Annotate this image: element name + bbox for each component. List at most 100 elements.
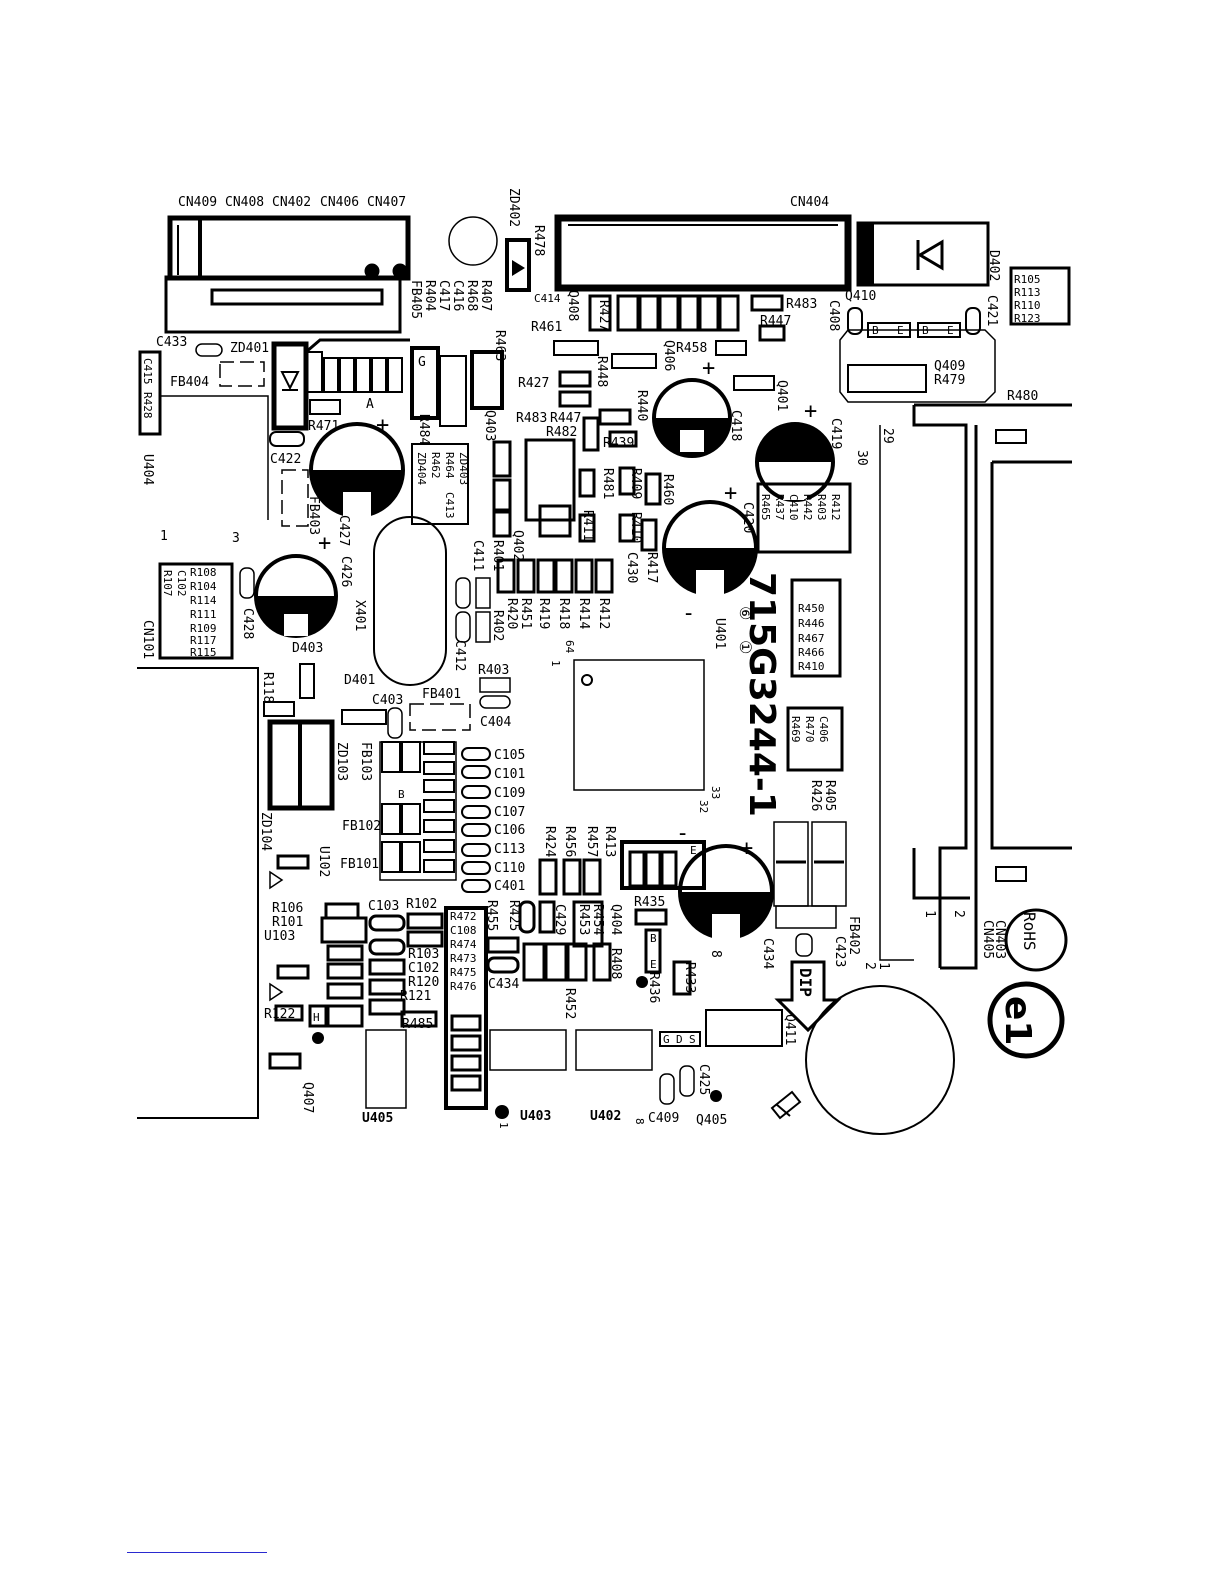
capacitor-column	[379, 741, 491, 893]
label-r448: R448	[594, 356, 609, 387]
resistor-r471-body	[309, 399, 341, 415]
label-r104: R104	[190, 580, 217, 593]
label-c411: C411	[470, 540, 485, 571]
resistor-cluster-mid	[496, 370, 662, 594]
mark-b-column: B	[398, 788, 405, 801]
label-r440: R440	[634, 390, 649, 421]
label-fb102: FB103	[358, 742, 373, 781]
resistor-group-r442	[756, 482, 852, 554]
pin-dot-r436	[636, 976, 648, 988]
mark-b-1: B	[872, 324, 879, 337]
label-c428: C428	[240, 608, 255, 639]
capacitor-c408-body	[659, 1073, 675, 1105]
label-c412: C412	[452, 640, 467, 671]
label-r428: R428	[141, 392, 154, 419]
mark-b-2: B	[922, 324, 929, 337]
label-r101: R101	[272, 915, 303, 930]
label-c104: C102	[175, 570, 188, 597]
label-u102: U102	[316, 846, 331, 877]
transistor-q411-body	[705, 1009, 783, 1047]
label-r426: R469	[789, 716, 802, 743]
ferrite-fb402-body	[773, 821, 847, 957]
label-r420: R420	[504, 598, 519, 629]
mounting-circle-large	[805, 985, 955, 1135]
label-r466: R446	[798, 617, 825, 630]
label-r425: R425	[506, 900, 521, 931]
label-c109: C109	[494, 786, 525, 801]
capacitor-c421-body	[678, 844, 774, 940]
board-code-mark-6: ⑥	[736, 606, 755, 620]
label-c105: C105	[494, 748, 525, 763]
mark-g-1: G	[418, 355, 426, 370]
mark-e-3: E	[650, 958, 657, 971]
label-r120: R120	[408, 975, 439, 990]
resistor-group-r105	[1009, 266, 1071, 326]
label-c101: C101	[494, 767, 525, 782]
label-c423: C420	[740, 502, 755, 533]
label-r105: R105	[1014, 273, 1041, 286]
label-c416: C416	[450, 280, 465, 311]
resistor-r118-body	[263, 701, 295, 717]
label-r434: R405	[822, 780, 837, 811]
label-u405: U405	[362, 1111, 393, 1126]
diode-d402-body	[856, 221, 990, 287]
label-u401: U401	[712, 618, 727, 649]
label-r115: R115	[190, 646, 217, 659]
label-r405: R470	[803, 716, 816, 743]
label-c418: C429	[552, 904, 567, 935]
resistor-r458-body	[715, 340, 747, 356]
label-r484: R484	[416, 414, 431, 445]
label-q405: Q405	[696, 1113, 727, 1128]
label-c425: C410	[787, 494, 800, 521]
dip-text: DIP	[796, 968, 815, 997]
pin-1-u401: 1	[549, 660, 562, 667]
capacitor-c404-body	[479, 695, 511, 709]
mark-a-1: A	[366, 397, 374, 412]
capacitor-c430-body	[755, 422, 835, 502]
label-c433: C433	[156, 335, 187, 350]
label-u403: U403	[520, 1109, 551, 1124]
label-r111: R111	[190, 608, 217, 621]
label-q403: Q403	[482, 410, 497, 441]
label-d402: D402	[986, 250, 1001, 281]
capacitor-c423-body	[662, 500, 758, 596]
label-fb404: FB404	[170, 375, 209, 390]
label-cn403: CN403	[992, 920, 1007, 959]
label-r465: R442	[801, 494, 814, 521]
label-r410: R410	[798, 660, 825, 673]
label-q409: Q409	[934, 359, 965, 374]
label-q411: Q411	[782, 1014, 797, 1045]
pin-2-cn405: 2	[951, 910, 966, 918]
label-cn409: CN409	[178, 195, 217, 210]
pin1-marker-a	[269, 870, 284, 890]
pin-33: 33	[709, 786, 722, 799]
rohs-text: RoHS	[1020, 912, 1039, 951]
label-r108: R108	[190, 566, 217, 579]
label-r472: R472	[450, 910, 477, 923]
label-d403: D403	[292, 641, 323, 656]
minus-c423: -	[682, 601, 695, 626]
component-group-zd403	[411, 443, 469, 525]
label-r402: R402	[490, 610, 505, 641]
pin1-marker-b	[269, 982, 284, 1002]
label-r437: R403	[815, 494, 828, 521]
label-c407: C421	[984, 295, 999, 326]
label-r410-b: R410	[628, 512, 643, 543]
label-r456: R456	[562, 826, 577, 857]
label-r479: R479	[934, 373, 965, 388]
label-r469: R466	[798, 646, 825, 659]
label-c403: C403	[372, 693, 403, 708]
label-r121: R121	[400, 989, 431, 1004]
mark-h: H	[313, 1011, 320, 1024]
label-r477: R426	[808, 780, 823, 811]
label-zd403: ZD403	[457, 452, 470, 485]
pin-dot-u403	[495, 1105, 509, 1119]
capacitor-c422-body	[269, 431, 305, 447]
label-q406: Q406	[661, 340, 676, 371]
label-r463: R463	[492, 330, 507, 361]
label-fb101: FB101	[340, 857, 379, 872]
label-r473: R473	[450, 952, 477, 965]
transistor-small-be	[341, 709, 387, 725]
rohs-mark: RoHS	[1004, 908, 1068, 972]
label-c107: C107	[494, 805, 525, 820]
